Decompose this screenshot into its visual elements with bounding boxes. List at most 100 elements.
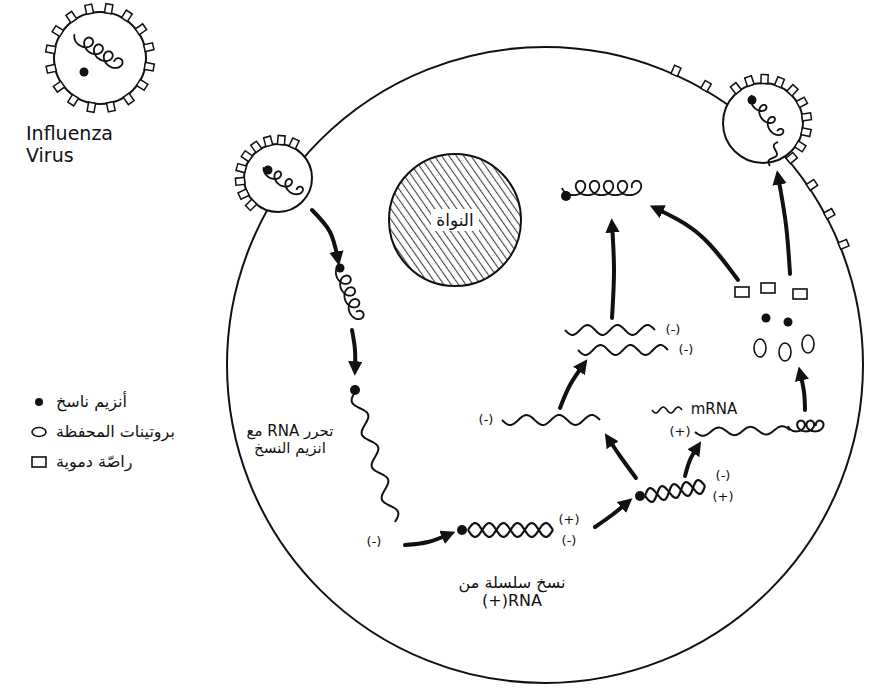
hemagglutinin-spike (745, 76, 754, 87)
hemagglutinin-spike (85, 4, 94, 14)
hemagglutinin-spike (264, 136, 273, 147)
process-arrow (405, 534, 450, 545)
step-label: تحرر RNA مع انزيم النسخ (243, 423, 338, 458)
process-arrow (595, 502, 628, 527)
hemagglutinin-spike (66, 11, 77, 22)
budding-virus (244, 144, 312, 212)
enzyme-dot (784, 318, 793, 327)
hemagglutinin-protein (735, 287, 749, 297)
hemagglutinin-spike (123, 93, 134, 104)
rna-coil (74, 34, 122, 68)
virus-label: Influenza Virus (26, 123, 138, 167)
node-text: النواة (431, 209, 478, 231)
mrna-label: mRNA (691, 401, 738, 418)
rna-strand (565, 325, 655, 335)
enzyme-dot (762, 314, 771, 323)
rna-strand (502, 415, 600, 425)
hemagglutinin-spike (701, 80, 712, 91)
strand-sign: (-) (716, 469, 731, 484)
hemagglutinin-spike (775, 77, 785, 88)
rna-strand (578, 345, 668, 355)
legend-text: أنزيم ناسخ (56, 392, 127, 411)
rna-helix-strand (645, 480, 705, 500)
strand-sign: (+) (712, 490, 733, 505)
hemagglutinin-spike (806, 180, 817, 191)
hemagglutinin-spike (52, 26, 63, 37)
enzyme-dot (635, 491, 645, 501)
hemagglutinin-spike (46, 64, 56, 73)
hemagglutinin-spike (245, 199, 256, 210)
strand-sign: (-) (666, 323, 681, 338)
hemagglutinin-spike (289, 138, 299, 149)
process-arrow (685, 446, 698, 476)
process-arrow (560, 364, 584, 408)
legend-swatch (30, 394, 48, 410)
hemagglutinin-spike (796, 97, 807, 107)
legend-item: راصّة دموية (30, 452, 132, 471)
rna-coil (336, 265, 364, 319)
hemagglutinin-spike (53, 81, 64, 92)
hemagglutinin-protein (793, 289, 807, 299)
legend-text: بروتينات المحفظة (56, 422, 175, 441)
hemagglutinin-spike (802, 113, 812, 121)
process-arrow (800, 372, 805, 410)
process-arrow (612, 224, 614, 318)
hemagglutinin-spike (251, 141, 262, 152)
capsid-protein (802, 335, 814, 353)
legend-text: راصّة دموية (56, 452, 132, 471)
strand-sign: (-) (679, 343, 694, 358)
hemagglutinin-spike (135, 24, 146, 35)
hemagglutinin-spike (68, 94, 79, 105)
process-arrow (778, 176, 790, 274)
hemagglutinin-spike (838, 239, 849, 249)
cell-membrane (227, 47, 863, 683)
process-arrow (655, 208, 738, 280)
rna-helix-strand (468, 523, 553, 537)
legend-item: أنزيم ناسخ (30, 392, 127, 411)
capsid-protein (779, 343, 791, 361)
hemagglutinin-spike (824, 209, 835, 219)
hemagglutinin-spike (238, 189, 249, 199)
enzyme-dot (748, 96, 757, 105)
cell-illustration (46, 4, 863, 683)
hemagglutinin-spike (671, 65, 681, 76)
strand-sign: (+) (669, 425, 690, 440)
hemagglutinin-spike (136, 79, 147, 90)
nucleus-circle: النواة (387, 152, 523, 288)
hemagglutinin-spike (144, 43, 154, 52)
rna-strand (352, 392, 399, 522)
step-label: نسخ سلسلة من RNA(+) (451, 574, 573, 611)
enzyme-dot (336, 264, 345, 273)
hemagglutinin-spike (241, 151, 252, 162)
mrna-strand (695, 426, 790, 436)
hemagglutinin-spike (786, 152, 797, 163)
hemagglutinin-protein (761, 283, 775, 293)
budding-virus (723, 83, 803, 163)
legend-swatch (30, 424, 48, 440)
hemagglutinin-spike (144, 62, 154, 70)
capsid-protein (754, 339, 766, 357)
strand-sign: (+) (558, 513, 579, 528)
hemagglutinin-spike (801, 128, 811, 137)
rna-coil (562, 181, 641, 195)
ribosome-coil (788, 421, 824, 432)
process-arrow (352, 330, 355, 370)
process-arrow (312, 210, 338, 260)
virus-envelope (54, 12, 146, 104)
rna-strand (768, 142, 778, 166)
hemagglutinin-spike (104, 4, 112, 14)
enzyme-dot (264, 166, 273, 175)
hemagglutinin-spike (761, 74, 768, 83)
legend-swatch (30, 454, 48, 470)
hemagglutinin-spike (87, 102, 95, 112)
enzyme-dot (80, 68, 89, 77)
legend-item: بروتينات المحفظة (30, 422, 175, 441)
strand-sign: (-) (367, 535, 382, 550)
hemagglutinin-spike (787, 85, 798, 96)
enzyme-dot (457, 525, 467, 535)
strand-sign: (-) (479, 413, 494, 428)
hemagglutinin-spike (795, 141, 806, 152)
hemagglutinin-spike (235, 177, 245, 185)
